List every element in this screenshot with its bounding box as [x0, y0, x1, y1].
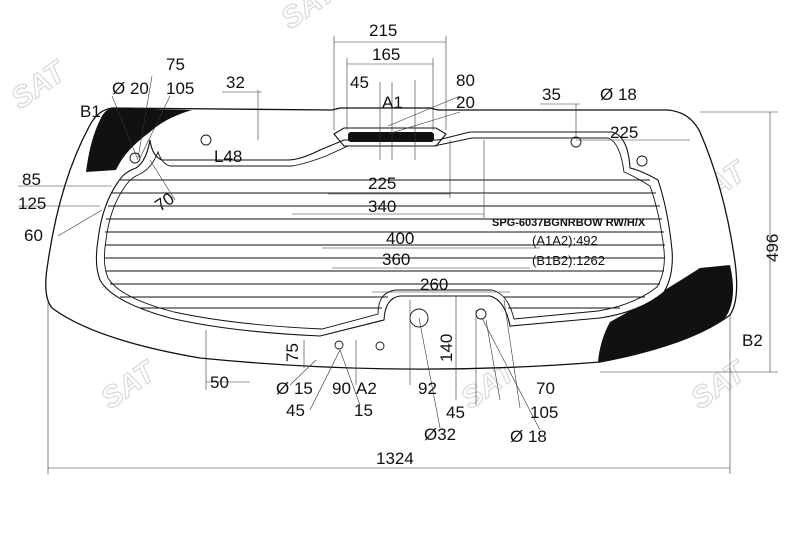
dim-left-125: 125	[18, 194, 46, 213]
point-b1: B1	[80, 102, 101, 121]
stop-lamp-slot	[333, 127, 447, 147]
dim-top-45: 45	[350, 73, 369, 92]
watermark: SAT	[95, 354, 163, 416]
dim-top-d18: Ø 18	[600, 85, 637, 104]
dim-top-20: 20	[456, 93, 475, 112]
dim-bot-15: 15	[354, 401, 373, 420]
frit-right	[598, 265, 734, 362]
hole-top-right	[570, 136, 582, 148]
dim-left-60: 60	[24, 226, 43, 245]
dim-top-215: 215	[369, 21, 397, 40]
dim-top-35: 35	[542, 85, 561, 104]
point-l48: L48	[214, 147, 242, 166]
dim-overall-height: 496	[763, 234, 782, 262]
dim-mid-400: 400	[386, 229, 414, 248]
stop-lamp	[348, 132, 434, 142]
spec-a1a2: (A1A2):492	[532, 233, 598, 248]
dim-bot-105: 105	[530, 403, 558, 422]
point-b2: B2	[742, 331, 763, 350]
hole-top-left	[200, 134, 212, 146]
dim-top-75: 75	[166, 55, 185, 74]
dim-left-85: 85	[22, 170, 41, 189]
heated-area-inner	[103, 137, 665, 330]
spec-b1b2: (B1B2):1262	[532, 253, 605, 268]
dim-bot-d32: Ø32	[424, 425, 456, 444]
dim-bot-92: 92	[418, 379, 437, 398]
dim-top-80: 80	[456, 71, 475, 90]
dim-top-105: 105	[166, 79, 194, 98]
part-number: SPG-6037BGNRBOW RW/H/X	[492, 217, 646, 229]
dim-mid-225: 225	[368, 174, 396, 193]
heating-lines	[105, 179, 665, 309]
dim-right-225: 225	[610, 123, 638, 142]
dim-mid-340: 340	[368, 197, 396, 216]
watermark: SAT	[275, 0, 343, 36]
hole-right-connector	[636, 155, 648, 167]
watermark: SAT	[685, 354, 753, 416]
dim-bot-70: 70	[536, 379, 555, 398]
dim-bot-50: 50	[210, 373, 229, 392]
dim-bot-45b: 45	[446, 403, 465, 422]
dim-overall-width: 1324	[376, 449, 414, 468]
dim-bot-45a: 45	[286, 401, 305, 420]
frit-top-left	[86, 108, 192, 172]
labels: 1324 496 215 165 45 80 20 A1 75 Ø 20 105…	[18, 21, 782, 468]
dim-mid-360: 360	[382, 250, 410, 269]
dimension-lines	[18, 36, 778, 474]
hole-bottom-left-2	[375, 341, 385, 351]
dim-bot-d18: Ø 18	[510, 427, 547, 446]
hole-bottom-left	[334, 340, 344, 350]
dim-bot-d15: Ø 15	[276, 379, 313, 398]
dim-bot-75: 75	[283, 343, 302, 362]
heated-area	[95, 131, 673, 337]
point-a2: A2	[356, 379, 377, 398]
dim-top-165: 165	[372, 45, 400, 64]
dim-top-32: 32	[226, 73, 245, 92]
dim-bot-140: 140	[437, 334, 456, 362]
dim-mid-260: 260	[420, 275, 448, 294]
dim-bot-90: 90	[332, 379, 351, 398]
point-a1: A1	[382, 93, 403, 112]
watermark: SAT	[5, 54, 73, 116]
dim-top-d20: Ø 20	[112, 79, 149, 98]
